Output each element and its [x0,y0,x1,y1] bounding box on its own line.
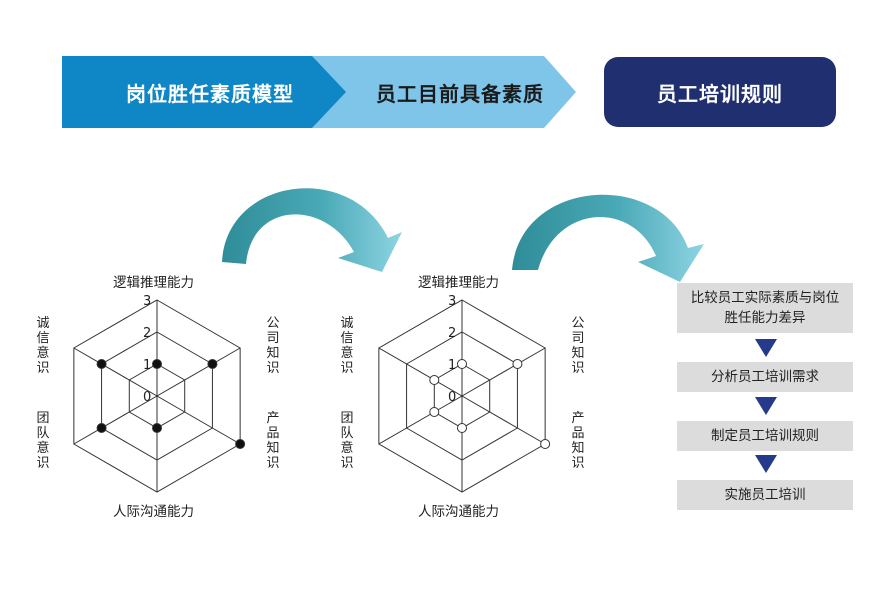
radar-left-data-point [207,359,218,369]
radar-right-data-point [429,407,440,417]
banner-1-text: 岗位胜任素质模型 [126,81,294,106]
step-define-rules: 制定员工培训规则 [677,421,853,451]
step-2-text: 分析员工培训需求 [711,369,819,385]
radar-right-data-point [457,359,467,369]
radar-left-tick-label: 3 [143,294,151,309]
radar-left-lower-right-label: 产品知识 [266,411,280,471]
radar-left-upper-left-label: 诚信意识 [36,316,50,376]
radar-right-upper-right-label: 公司知识 [571,316,585,376]
radar-left-axis-spoke [156,347,241,397]
step-arrow-1 [755,339,777,357]
banner-3-text: 员工培训规则 [657,81,783,106]
step-arrow-2 [755,397,777,415]
radar-right-top-label: 逻辑推理能力 [418,275,499,291]
radar-left-data-point [152,359,162,369]
step-analyze-needs: 分析员工培训需求 [677,362,853,392]
radar-right-axis-spoke [461,347,546,397]
radar-right-data-point [429,375,440,385]
radar-left-data-point [96,423,107,433]
banner-training-rules: 员工培训规则 [604,57,836,127]
radar-left-tick-label: 1 [143,358,151,373]
radar-right-data-point [540,439,551,449]
radar-right-data-point [512,359,523,369]
radar-right-data-point [457,423,467,433]
radar-left-data-point [235,439,246,449]
radar-left-axis-spoke [156,395,241,445]
radar-left-tick-label: 0 [143,390,151,405]
radar-left-top-label: 逻辑推理能力 [113,275,194,291]
radar-left-axis-spoke [73,395,158,445]
step-3-text: 制定员工培训规则 [711,428,819,444]
radar-chart-left: 0 1 2 3 [73,294,246,493]
radar-chart-right: 0 1 2 3 [378,294,551,493]
radar-right-tick-label: 3 [448,294,456,309]
radar-right-lower-right-label: 产品知识 [571,411,585,471]
step-arrow-3 [755,455,777,473]
banner-2-text: 员工目前具备素质 [376,81,544,106]
radar-right-lower-left-label: 团队意识 [340,411,354,471]
radar-right-axis-spoke [378,347,463,397]
step-implement-training: 实施员工培训 [677,480,853,510]
step-4-text: 实施员工培训 [724,487,806,503]
banner-1-shape [62,56,346,128]
radar-right-upper-left-label: 诚信意识 [340,316,354,376]
step-compare-differences: 比较员工实际素质与岗位胜任能力差异 [677,283,853,333]
banner-current-quality: 员工目前具备素质 [300,55,580,129]
radar-right-tick-label: 2 [448,326,456,341]
radar-left-bottom-label: 人际沟通能力 [113,504,194,520]
curved-arrow-2 [512,194,704,282]
banner-competency-model: 岗位胜任素质模型 [60,55,360,129]
banner-2-shape [308,56,576,128]
radar-right-bottom-label: 人际沟通能力 [418,504,499,520]
radar-left-axis-spoke [73,347,158,397]
radar-right-axis-spoke [378,395,463,445]
curved-arrow-1 [222,188,402,272]
radar-left-lower-left-label: 团队意识 [36,411,50,471]
radar-left-tick-label: 2 [143,326,151,341]
radar-right-tick-label: 1 [448,358,456,373]
step-1-text: 比较员工实际素质与岗位胜任能力差异 [690,290,840,326]
radar-left-upper-right-label: 公司知识 [266,316,280,376]
banner-3-shape [604,57,836,127]
radar-right-tick-label: 0 [448,390,456,405]
radar-left-data-point [96,359,107,369]
radar-left-data-point [152,423,162,433]
radar-right-axis-spoke [461,395,546,445]
